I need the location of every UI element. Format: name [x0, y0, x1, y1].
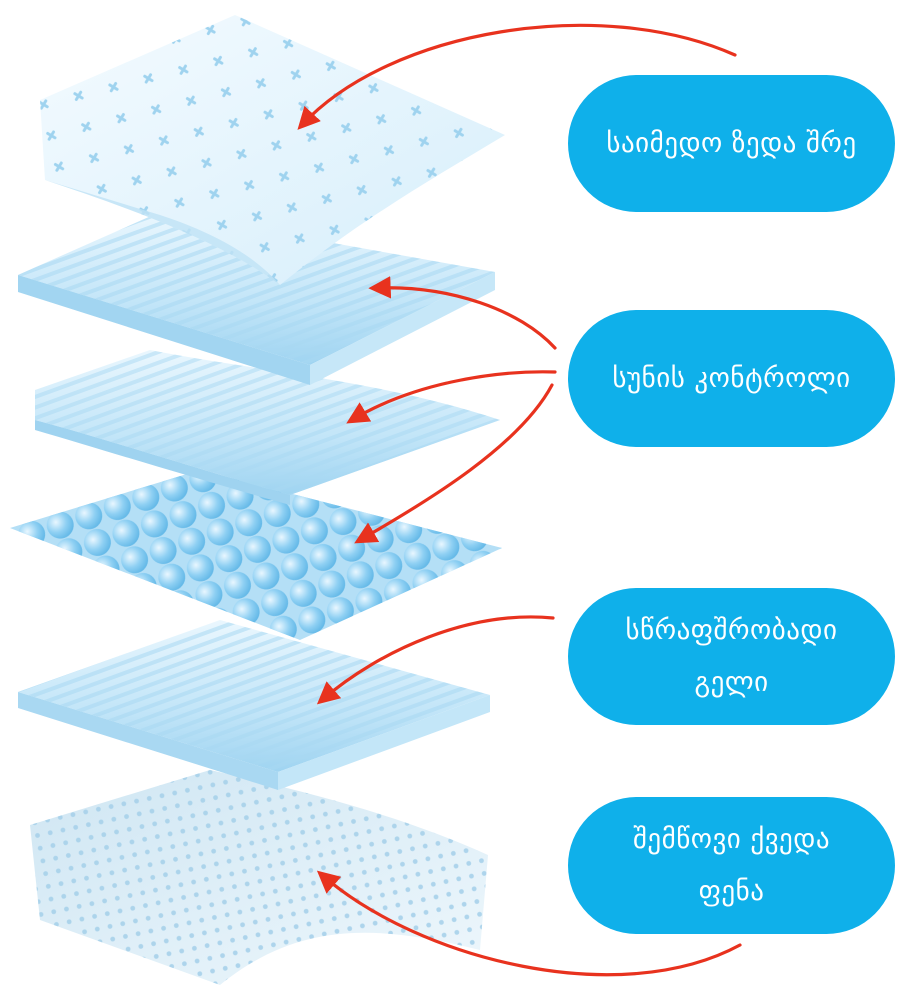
- label-gel-text: სწრაფშრობადი გელი: [625, 614, 838, 698]
- arrow-odor-control-3: [354, 383, 554, 544]
- label-top-layer: საიმედო ზედა შრე: [568, 75, 895, 212]
- odor-control-lower-layer-graphic: [35, 350, 500, 505]
- arrow-odor-control-1: [368, 276, 557, 350]
- bottom-layer-graphic: [30, 770, 488, 985]
- arrow-top-layer: [297, 23, 737, 130]
- arrow-gel: [316, 615, 555, 705]
- label-top-layer-text: საიმედო ზედა შრე: [606, 127, 857, 159]
- odor-control-upper-layer-graphic: [18, 212, 495, 385]
- label-bottom-layer: შემწოვი ქვედა ფენა: [568, 797, 895, 934]
- top-layer-graphic: [40, 15, 505, 285]
- absorbent-bead-layer-graphic: [10, 470, 502, 640]
- label-odor-control: სუნის კონტროლი: [568, 310, 895, 447]
- label-bottom-layer-text: შემწოვი ქვედა ფენა: [632, 823, 831, 907]
- label-odor-control-text: სუნის კონტროლი: [612, 362, 851, 394]
- arrow-odor-control-2: [346, 370, 557, 424]
- arrow-bottom-layer: [316, 870, 742, 977]
- label-gel: სწრაფშრობადი გელი: [568, 588, 895, 725]
- gel-support-layer-graphic: [18, 620, 490, 790]
